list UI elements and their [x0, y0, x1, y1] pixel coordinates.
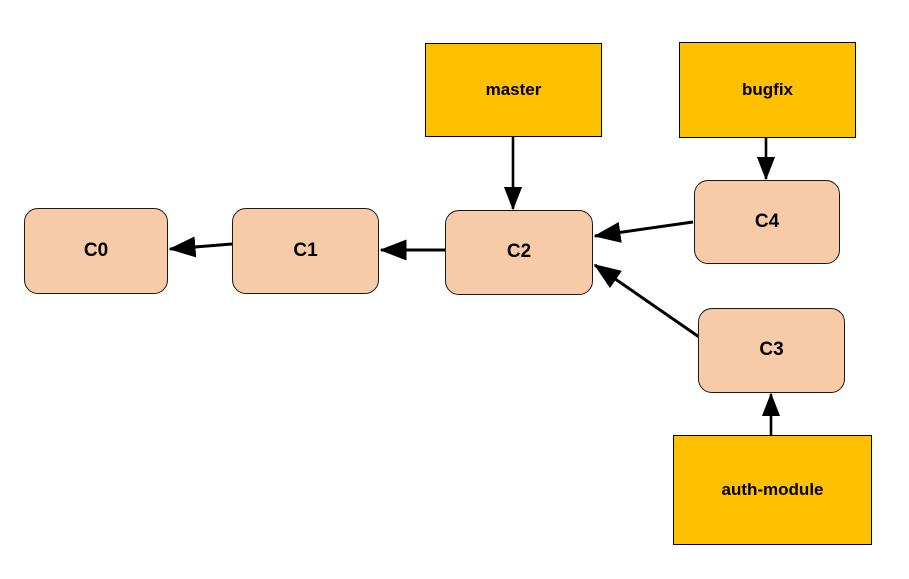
- commit-label-c0: C0: [83, 239, 109, 261]
- branch-node-bugfix[interactable]: bugfix: [679, 42, 856, 138]
- commit-node-c3[interactable]: C3: [698, 308, 845, 393]
- branch-node-master[interactable]: master: [425, 43, 602, 137]
- commit-label-c2: C2: [506, 241, 532, 263]
- commit-node-c0[interactable]: C0: [24, 208, 168, 294]
- commit-node-c2[interactable]: C2: [445, 210, 593, 295]
- edge-c1-to-c0: [168, 236, 233, 258]
- branch-label-bugfix: bugfix: [742, 79, 793, 99]
- edge-c3-to-c2: [593, 263, 703, 341]
- commit-label-c1: C1: [293, 239, 318, 261]
- edge-c4-to-c2: [593, 220, 694, 243]
- commit-label-c3: C3: [759, 339, 784, 361]
- commit-node-c1[interactable]: C1: [232, 208, 379, 294]
- commit-label-c4: C4: [754, 210, 780, 232]
- branch-label-auth-module: auth-module: [721, 479, 824, 499]
- commit-node-c4[interactable]: C4: [694, 180, 840, 264]
- branch-node-auth-module[interactable]: auth-module: [673, 435, 872, 545]
- branch-label-master: master: [485, 79, 542, 99]
